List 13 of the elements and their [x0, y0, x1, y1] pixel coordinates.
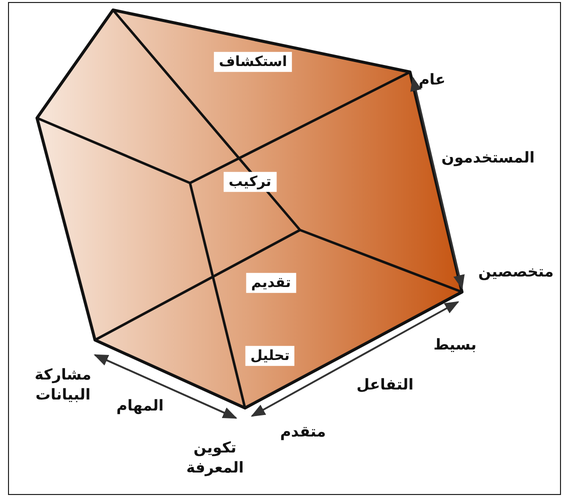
axis-label: متخصصين — [478, 262, 554, 282]
axis-label: تكوين المعرفة — [185, 438, 245, 478]
axis-label: عام — [418, 70, 446, 90]
cube-face-label: استكشاف — [214, 52, 292, 72]
axis-label: التفاعل — [356, 375, 414, 395]
axis-label: متقدم — [280, 422, 326, 442]
axis-label: بسيط — [433, 335, 477, 355]
axis-label: مشاركة البيانات — [34, 366, 92, 404]
cube-face-label: تحليل — [245, 346, 295, 366]
axis-label: المستخدمون — [441, 148, 535, 168]
cube-face-label: تركيب — [224, 172, 276, 192]
axis-label: المهام — [116, 396, 164, 416]
cube-face-label: تقديم — [246, 272, 296, 294]
